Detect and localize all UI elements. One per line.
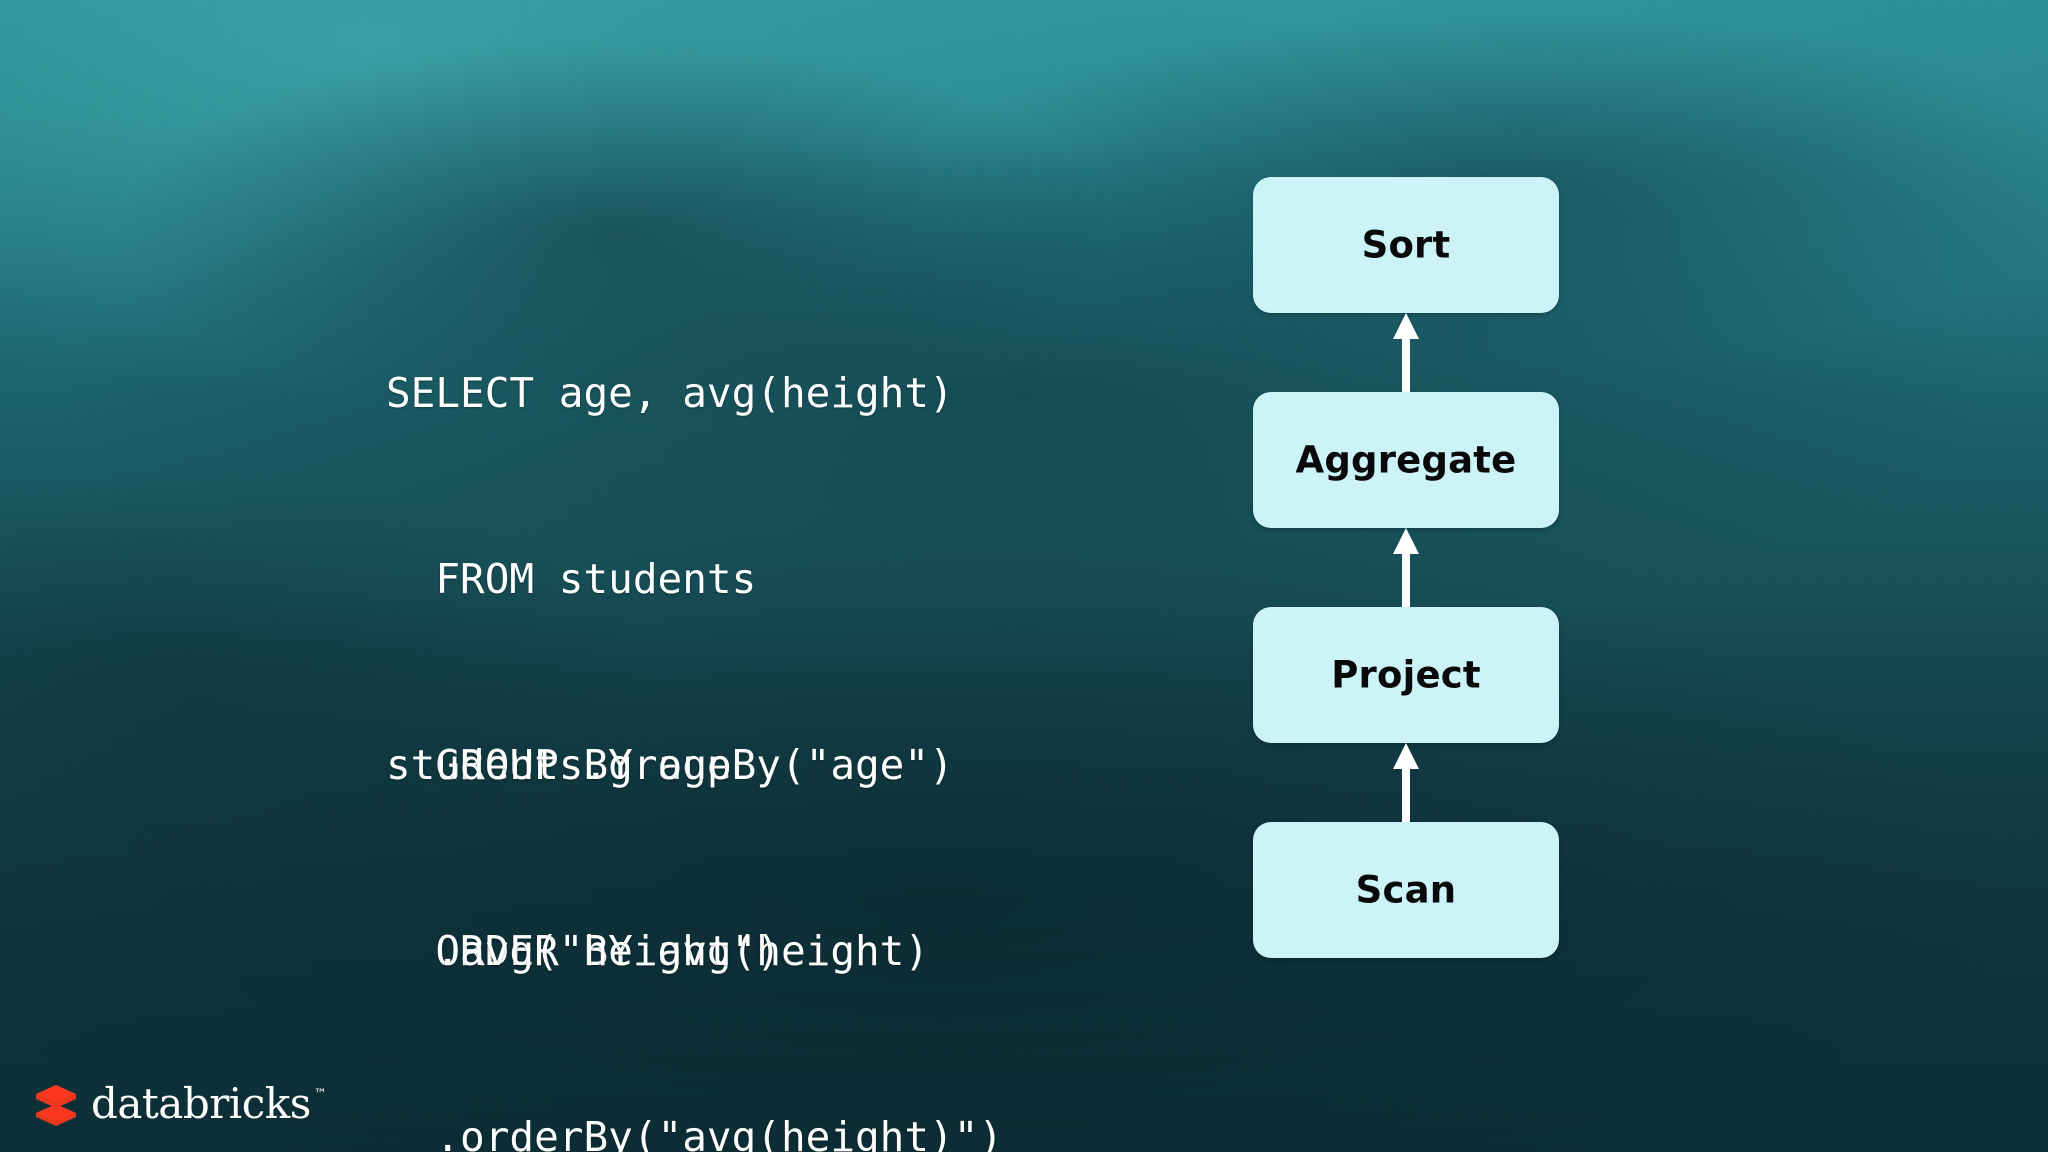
- databricks-logo: databricks ™: [33, 1078, 327, 1130]
- arrow-up-icon: [1393, 313, 1419, 392]
- plan-node-scan[interactable]: Scan: [1253, 822, 1559, 958]
- databricks-stacked-bricks-logo-icon: [36, 1085, 76, 1126]
- databricks-wordmark-wrap: databricks ™: [91, 1083, 327, 1125]
- databricks-wordmark: databricks: [91, 1079, 311, 1128]
- arrow-up-icon: [1393, 528, 1419, 607]
- plan-node-label: Scan: [1355, 868, 1457, 912]
- code-line: SELECT age, avg(height): [386, 369, 954, 417]
- code-line: .orderBy("avg(height)"): [386, 1113, 1004, 1152]
- dataframe-code-block: students.groupBy("age") .avg("height") .…: [386, 610, 1003, 1152]
- sql-code-block: SELECT age, avg(height) FROM students GR…: [386, 238, 954, 1106]
- code-line: students.groupBy("age"): [386, 741, 954, 789]
- code-line: .avg("height"): [386, 927, 781, 975]
- plan-node-project[interactable]: Project: [1253, 607, 1559, 743]
- code-line: GROUP BY age: [386, 741, 732, 789]
- code-line: FROM students: [386, 555, 757, 603]
- query-plan-diagram: Sort Aggregate Project Scan: [1253, 177, 1559, 967]
- plan-node-sort[interactable]: Sort: [1253, 177, 1559, 313]
- code-line: ORDER BY avg(height): [386, 927, 930, 975]
- trademark-symbol: ™: [313, 1087, 327, 1102]
- plan-node-label: Sort: [1361, 223, 1451, 267]
- plan-node-label: Project: [1331, 653, 1481, 697]
- plan-node-label: Aggregate: [1295, 438, 1517, 482]
- arrow-up-icon: [1393, 743, 1419, 822]
- plan-node-aggregate[interactable]: Aggregate: [1253, 392, 1559, 528]
